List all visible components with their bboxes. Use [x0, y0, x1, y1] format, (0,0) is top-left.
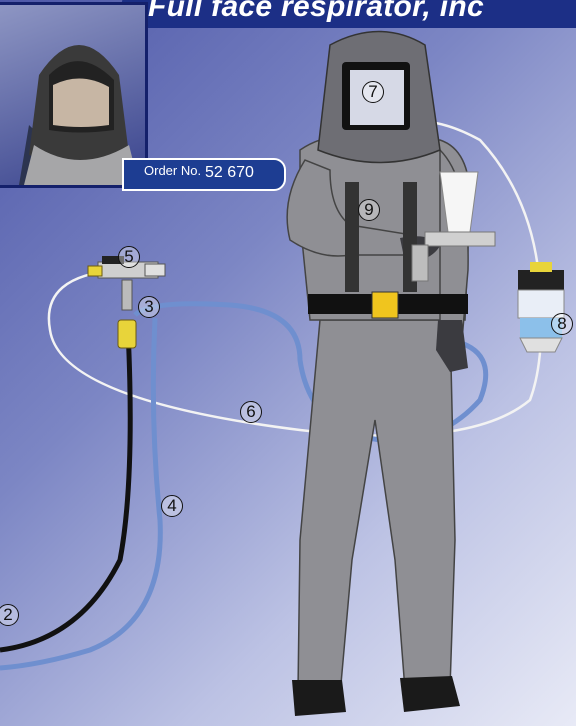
callout-7: 7	[362, 81, 384, 103]
callout-6: 6	[240, 401, 262, 423]
supply-hose-black	[0, 330, 130, 650]
callout-5: 5	[118, 246, 140, 268]
callout-4: 4	[161, 495, 183, 517]
worker-in-protective-suit	[287, 32, 470, 717]
callout-8: 8	[551, 313, 573, 335]
callout-3: 3	[138, 296, 160, 318]
filter-cartridge-unit	[518, 262, 564, 352]
callout-9: 9	[358, 199, 380, 221]
